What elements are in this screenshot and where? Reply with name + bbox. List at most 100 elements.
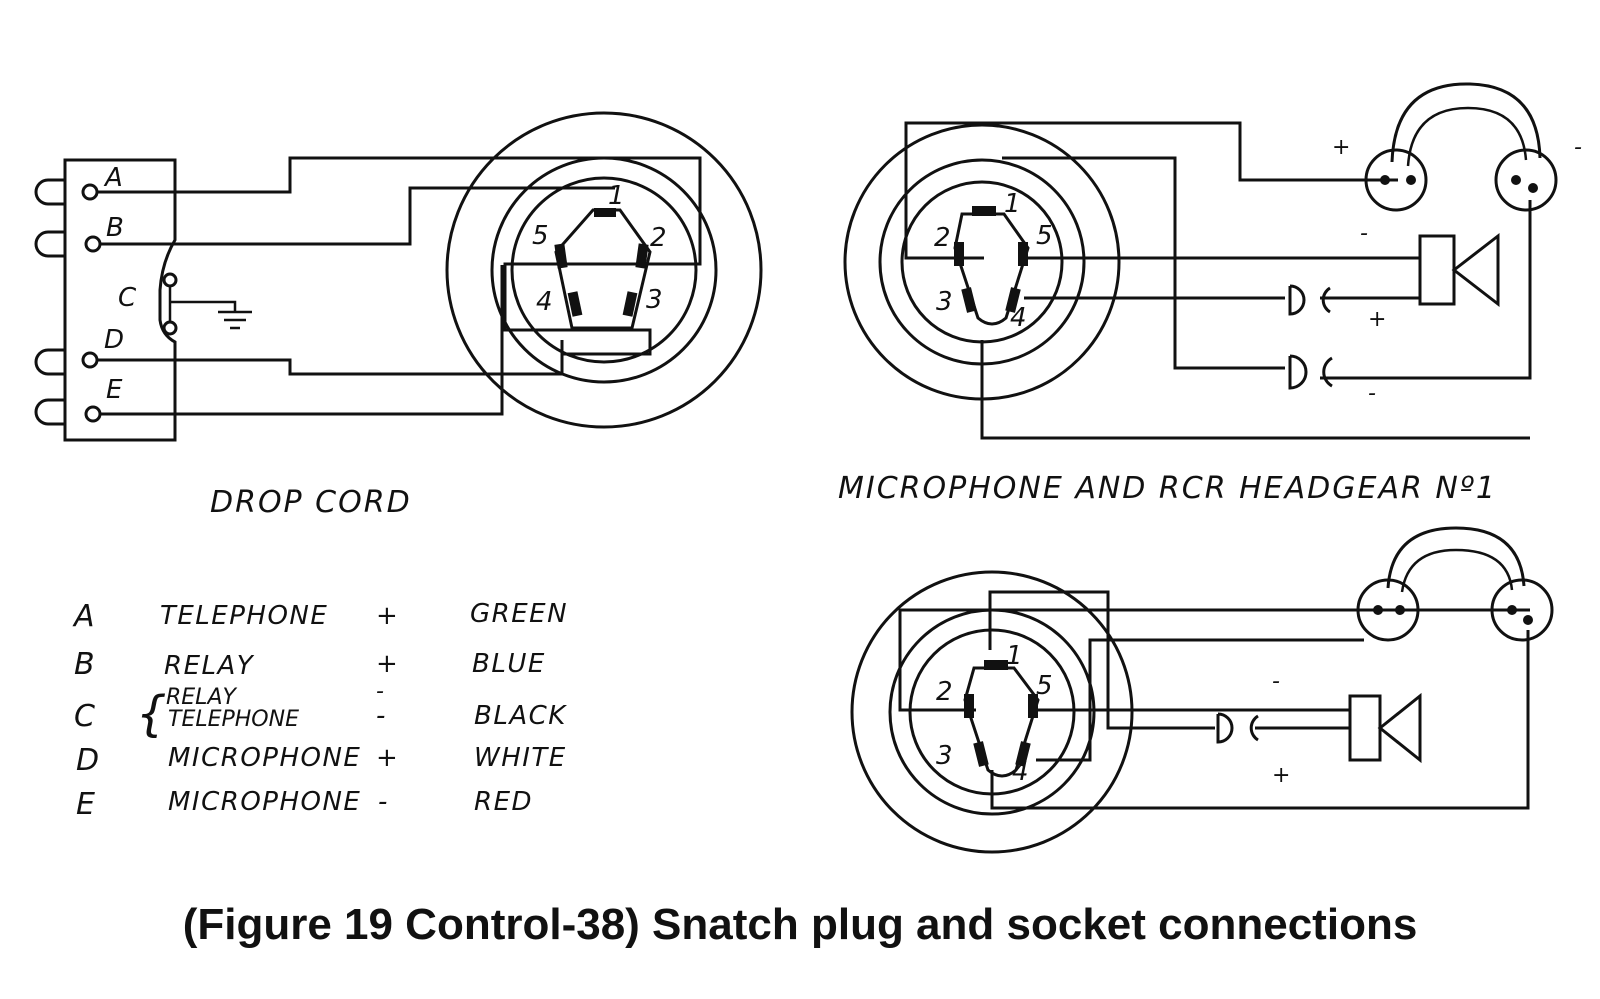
legend-color-b: BLUE [472, 649, 546, 679]
legend-letter-c: C [74, 699, 97, 734]
terminal-d-label: D [104, 325, 124, 355]
legend-polarity-c: - [376, 701, 387, 731]
dc-pin-4: 4 [536, 287, 553, 317]
legend-polarity-a: + [376, 601, 399, 631]
prong-a [34, 178, 65, 206]
hg2-pin-2: 2 [936, 677, 953, 707]
legend-letter-d: D [76, 743, 101, 778]
hg2-pin-2-contact [964, 694, 974, 718]
terminal-b-label: B [106, 213, 124, 243]
drop-cord-label: DROP CORD [210, 485, 412, 520]
legend-function-c2: TELEPHONE [168, 707, 299, 732]
hg2-microphone-horn [1377, 692, 1422, 764]
hg1-microphone-horn [1451, 232, 1500, 308]
headgear2-socket-outer-ring [850, 570, 1134, 854]
drop-cord-socket-middle-ring [490, 156, 718, 384]
hg2-pin-4-contact [1015, 741, 1031, 767]
terminal-c-post-bottom [162, 320, 178, 336]
legend-polarity-b: + [376, 649, 399, 679]
headgear-label: MICROPHONE AND RCR HEADGEAR Nº1 [838, 471, 1497, 506]
legend-brace: { [136, 686, 167, 742]
drop-cord-socket-pentagon [554, 208, 652, 330]
legend-letter-b: B [74, 647, 97, 682]
terminal-block [63, 158, 177, 442]
ground-symbol [170, 300, 252, 330]
legend-function-b: RELAY [164, 651, 255, 681]
hg2-microphone-body [1348, 694, 1382, 762]
hg2-pin-1: 1 [1006, 641, 1023, 671]
legend-polarity-e: - [378, 787, 389, 817]
dc-pin-1: 1 [608, 181, 625, 211]
prong-d [34, 348, 65, 376]
hg1-pin-1: 1 [1004, 189, 1021, 219]
drop-cord-socket-inner-ring [510, 176, 698, 364]
hg2-pin-4: 4 [1012, 757, 1029, 787]
dc-pin-5: 5 [532, 221, 549, 251]
pin-2-contact [635, 243, 649, 269]
legend-color-e: RED [474, 787, 533, 817]
legend-function-c1: RELAY [166, 685, 237, 710]
pin-5-contact [554, 243, 568, 269]
hg1-mic-minus: - [1360, 221, 1368, 246]
hg1-mic-plus: + [1368, 307, 1386, 332]
hg1-earpiece-minus: - [1574, 135, 1582, 160]
hg2-pin-3: 3 [936, 741, 953, 771]
hg1-pin-5-contact [1018, 242, 1028, 266]
headgear1-socket-middle-ring [878, 158, 1086, 366]
hg1-pin-3: 3 [936, 287, 953, 317]
hg1-pin-2: 2 [934, 223, 951, 253]
hg1-pin-4-contact [1005, 287, 1021, 313]
prong-b [34, 230, 65, 258]
legend-color-d: WHITE [474, 743, 567, 773]
legend-function-e: MICROPHONE [168, 787, 361, 817]
pin-1-contact [594, 208, 616, 217]
hg1-earpiece-right [1494, 148, 1558, 212]
terminal-b-post [84, 235, 102, 253]
headgear2-socket-inner-ring [908, 628, 1076, 796]
hg1-pin-3-contact [961, 287, 977, 313]
hg2-pin-1-contact [984, 660, 1008, 670]
legend-polarity-d: + [376, 743, 399, 773]
hg2-earpiece-right [1490, 578, 1554, 642]
hg1-pin-1-contact [972, 206, 996, 216]
headgear2-plug-triangle [963, 666, 1040, 778]
hg2-headband [1386, 526, 1526, 589]
terminal-c-label: C [118, 283, 137, 313]
legend-letter-e: E [76, 787, 97, 822]
hg1-pin-5: 5 [1036, 221, 1053, 251]
dc-pin-3: 3 [646, 285, 663, 315]
hg1-earpiece-plus: + [1332, 135, 1350, 160]
pin-3-contact [622, 291, 638, 317]
pin-4-contact [567, 291, 583, 317]
hg1-pin-2-contact [954, 242, 964, 266]
hg2-pin-5-contact [1028, 694, 1038, 718]
hg2-earpiece-left [1356, 578, 1420, 642]
hg1-lower-minus: - [1368, 381, 1376, 406]
legend-color-a: GREEN [470, 599, 568, 629]
hg1-connector-upper [1288, 284, 1331, 316]
legend-color-c: BLACK [474, 701, 567, 731]
headgear-1-diagram [843, 82, 1558, 440]
headgear-2-diagram [850, 526, 1554, 854]
hg1-pin-4: 4 [1010, 303, 1027, 333]
legend-table: A TELEPHONE + GREEN B RELAY + BLUE C { R… [72, 599, 568, 822]
hg2-mic-minus: - [1272, 669, 1280, 694]
hg1-connector-lower [1288, 354, 1333, 390]
drop-cord-socket-outer-ring [445, 111, 763, 429]
hg2-pin-5: 5 [1036, 671, 1053, 701]
terminal-e-label: E [106, 375, 123, 405]
hg2-pin-3-contact [973, 741, 989, 767]
prong-e [34, 398, 65, 426]
terminal-e-post [84, 405, 102, 423]
terminal-a-post [81, 183, 99, 201]
legend-polarity-c1: - [376, 679, 384, 704]
hg1-earpiece-left [1364, 148, 1428, 212]
legend-letter-a: A [72, 599, 97, 634]
terminal-d-post [81, 351, 99, 369]
hg1-headband [1390, 82, 1542, 163]
legend-function-d: MICROPHONE [168, 743, 361, 773]
hg2-mic-plus: + [1272, 763, 1290, 788]
hg2-connector [1216, 712, 1259, 744]
dc-pin-2: 2 [650, 223, 667, 253]
